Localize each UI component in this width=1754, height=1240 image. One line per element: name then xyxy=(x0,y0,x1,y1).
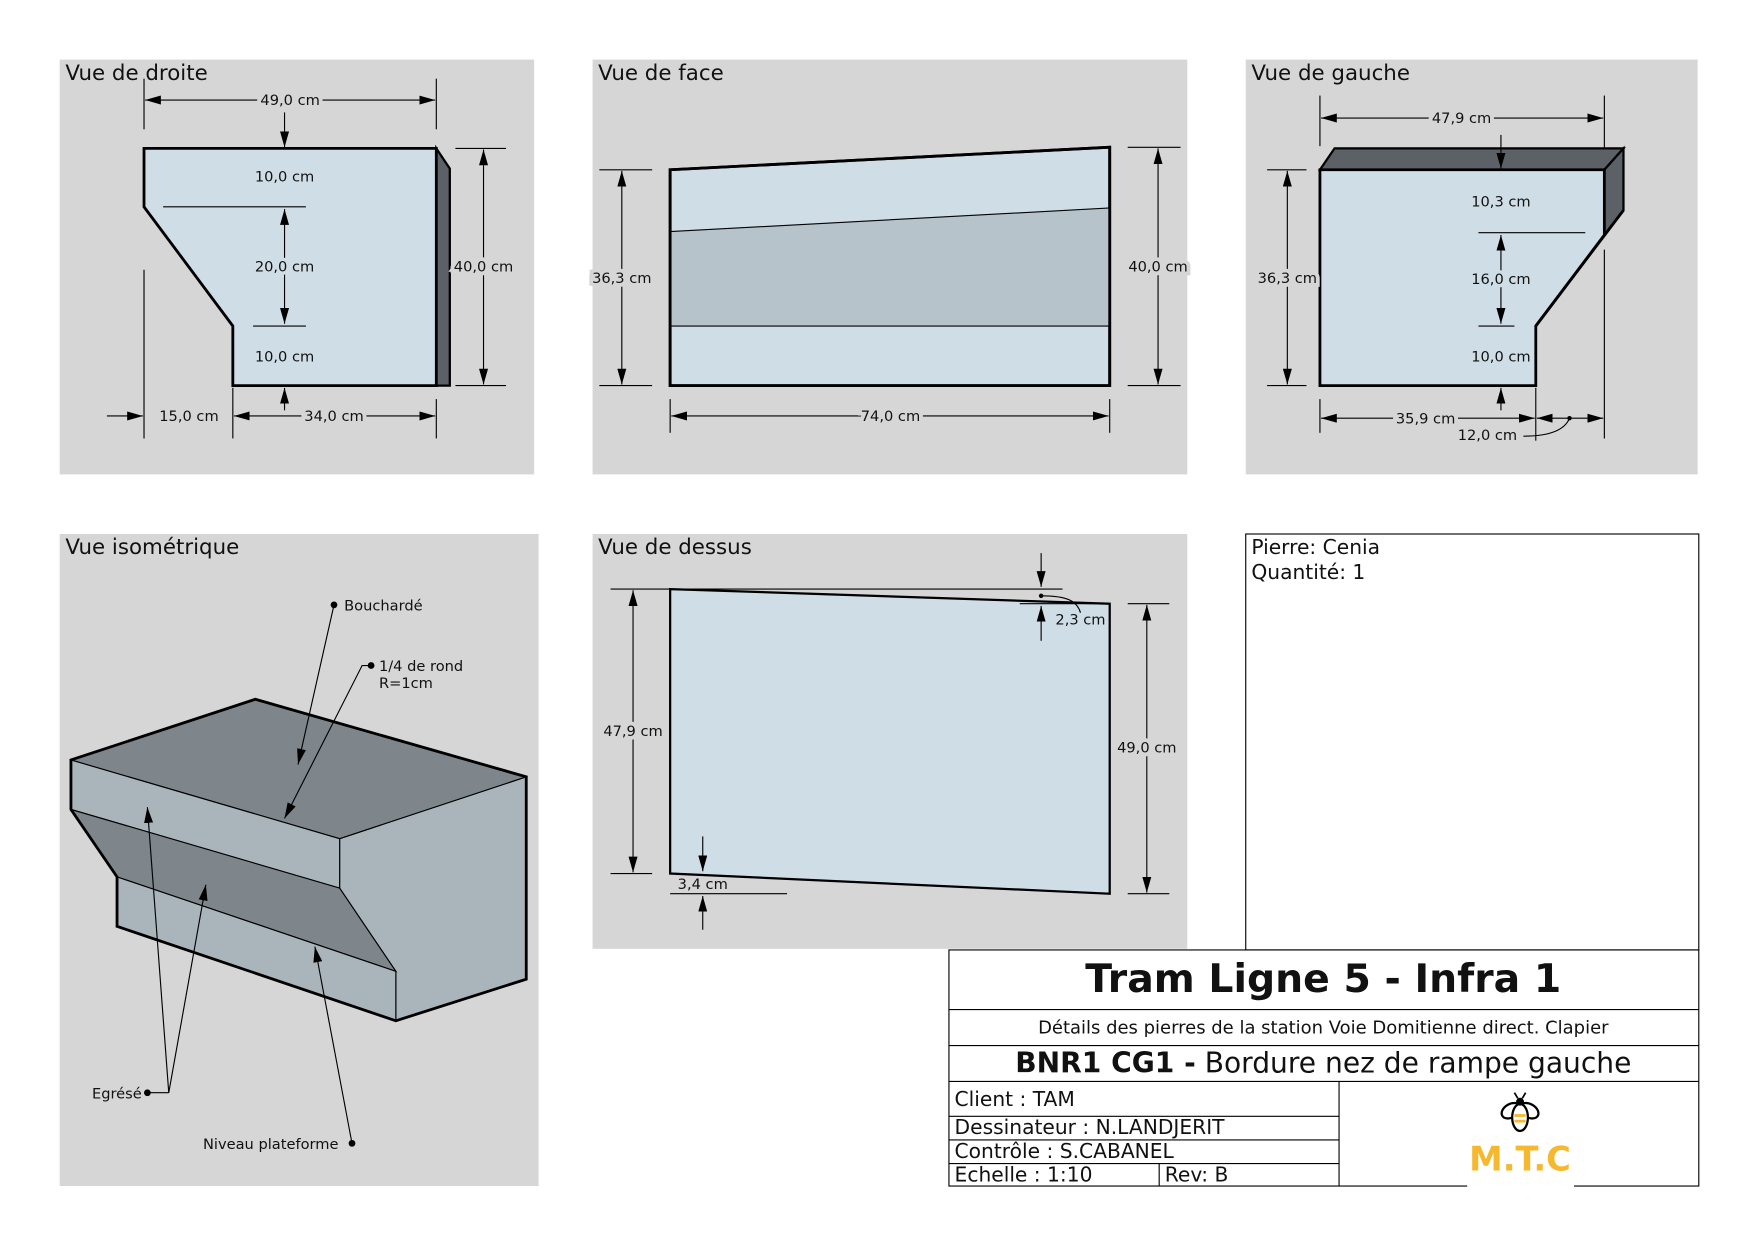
view-title: Vue isométrique xyxy=(65,535,239,560)
dim-width-top: 47,9 cm xyxy=(1432,110,1491,127)
dim-offset: 15,0 cm xyxy=(159,408,218,425)
dim-width-bottom: 34,0 cm xyxy=(304,408,363,425)
dim-height-right: 40,0 cm xyxy=(1128,259,1187,276)
dim-offset-bottom: 3,4 cm xyxy=(678,876,728,893)
view-title: Vue de dessus xyxy=(598,535,752,560)
dim-width-top: 49,0 cm xyxy=(260,92,319,109)
callout-quart-rond: 1/4 de rond xyxy=(379,658,463,675)
dim-seg-bot: 10,0 cm xyxy=(1471,348,1530,365)
company-logo-text: M.T.C xyxy=(1469,1139,1571,1178)
checker: Contrôle : S.CABANEL xyxy=(955,1139,1175,1163)
client: Client : TAM xyxy=(955,1087,1075,1111)
callout-boucharde: Bouchardé xyxy=(344,597,422,614)
dim-height: 36,3 cm xyxy=(1258,270,1317,287)
part-name: Bordure nez de rampe gauche xyxy=(1196,1047,1632,1080)
dim-height-left: 36,3 cm xyxy=(592,270,651,287)
top-face xyxy=(1317,147,1626,171)
view-title: Vue de face xyxy=(598,61,724,86)
dim-width-right: 49,0 cm xyxy=(1117,740,1176,757)
dim-seg-mid: 20,0 cm xyxy=(255,259,314,276)
dim-offset: 12,0 cm xyxy=(1458,427,1517,444)
stone-type: Pierre: Cenia xyxy=(1251,535,1380,559)
bee-logo-icon xyxy=(1500,1092,1540,1133)
dimension-lines xyxy=(1267,95,1605,441)
view-right: Vue de droite 49,0 cm 10,0 cm 20,0 cm 10… xyxy=(59,59,535,475)
view-isometric: Vue isométrique Bouchardé 1/4 de rond R=… xyxy=(59,533,539,1187)
callout-leaders xyxy=(144,601,375,1147)
title-block: Tram Ligne 5 - Infra 1 Détails des pierr… xyxy=(948,949,1700,1190)
view-title: Vue de droite xyxy=(65,61,207,86)
top-shape xyxy=(669,587,1111,895)
quantity: Quantité: 1 xyxy=(1251,560,1365,584)
view-left: Vue de gauche 47,9 cm 10,3 cm 16,0 cm 10… xyxy=(1245,59,1698,475)
revision: Rev: B xyxy=(1165,1162,1229,1186)
dim-seg-bot: 10,0 cm xyxy=(255,348,314,365)
info-box: Pierre: Cenia Quantité: 1 xyxy=(1245,533,1700,951)
dimension-lines xyxy=(599,146,1181,433)
project-title: Tram Ligne 5 - Infra 1 xyxy=(1085,956,1561,1002)
dim-length: 74,0 cm xyxy=(861,408,920,425)
side-face xyxy=(435,144,451,387)
dim-offset-top: 2,3 cm xyxy=(1055,612,1105,629)
dim-width-left: 47,9 cm xyxy=(603,723,662,740)
dim-height: 40,0 cm xyxy=(454,259,513,276)
profile-shape xyxy=(142,146,438,388)
dim-seg-top: 10,3 cm xyxy=(1471,193,1530,210)
scale: Echelle : 1:10 xyxy=(955,1162,1093,1186)
view-front: Vue de face 36,3 cm 40,0 cm 74,0 cm xyxy=(588,59,1192,475)
dimension-lines xyxy=(610,553,1170,930)
dim-seg-top: 10,0 cm xyxy=(255,169,314,186)
dimension-lines xyxy=(106,78,507,439)
view-title: Vue de gauche xyxy=(1251,61,1410,86)
callout-radius: R=1cm xyxy=(379,675,433,692)
dim-seg-mid: 16,0 cm xyxy=(1471,271,1530,288)
view-top: Vue de dessus 47,9 cm 49,0 cm 2,3 cm 3,4… xyxy=(592,533,1188,949)
callout-egrese: Egrésé xyxy=(92,1085,142,1102)
part-code: BNR1 CG1 - xyxy=(1015,1047,1196,1080)
designer: Dessinateur : N.LANDJERIT xyxy=(955,1115,1226,1139)
part-reference: BNR1 CG1 - Bordure nez de rampe gauche xyxy=(1015,1047,1631,1080)
dim-width-bottom: 35,9 cm xyxy=(1396,410,1455,427)
project-subtitle: Détails des pierres de la station Voie D… xyxy=(1038,1018,1609,1039)
callout-niveau: Niveau plateforme xyxy=(203,1136,339,1153)
